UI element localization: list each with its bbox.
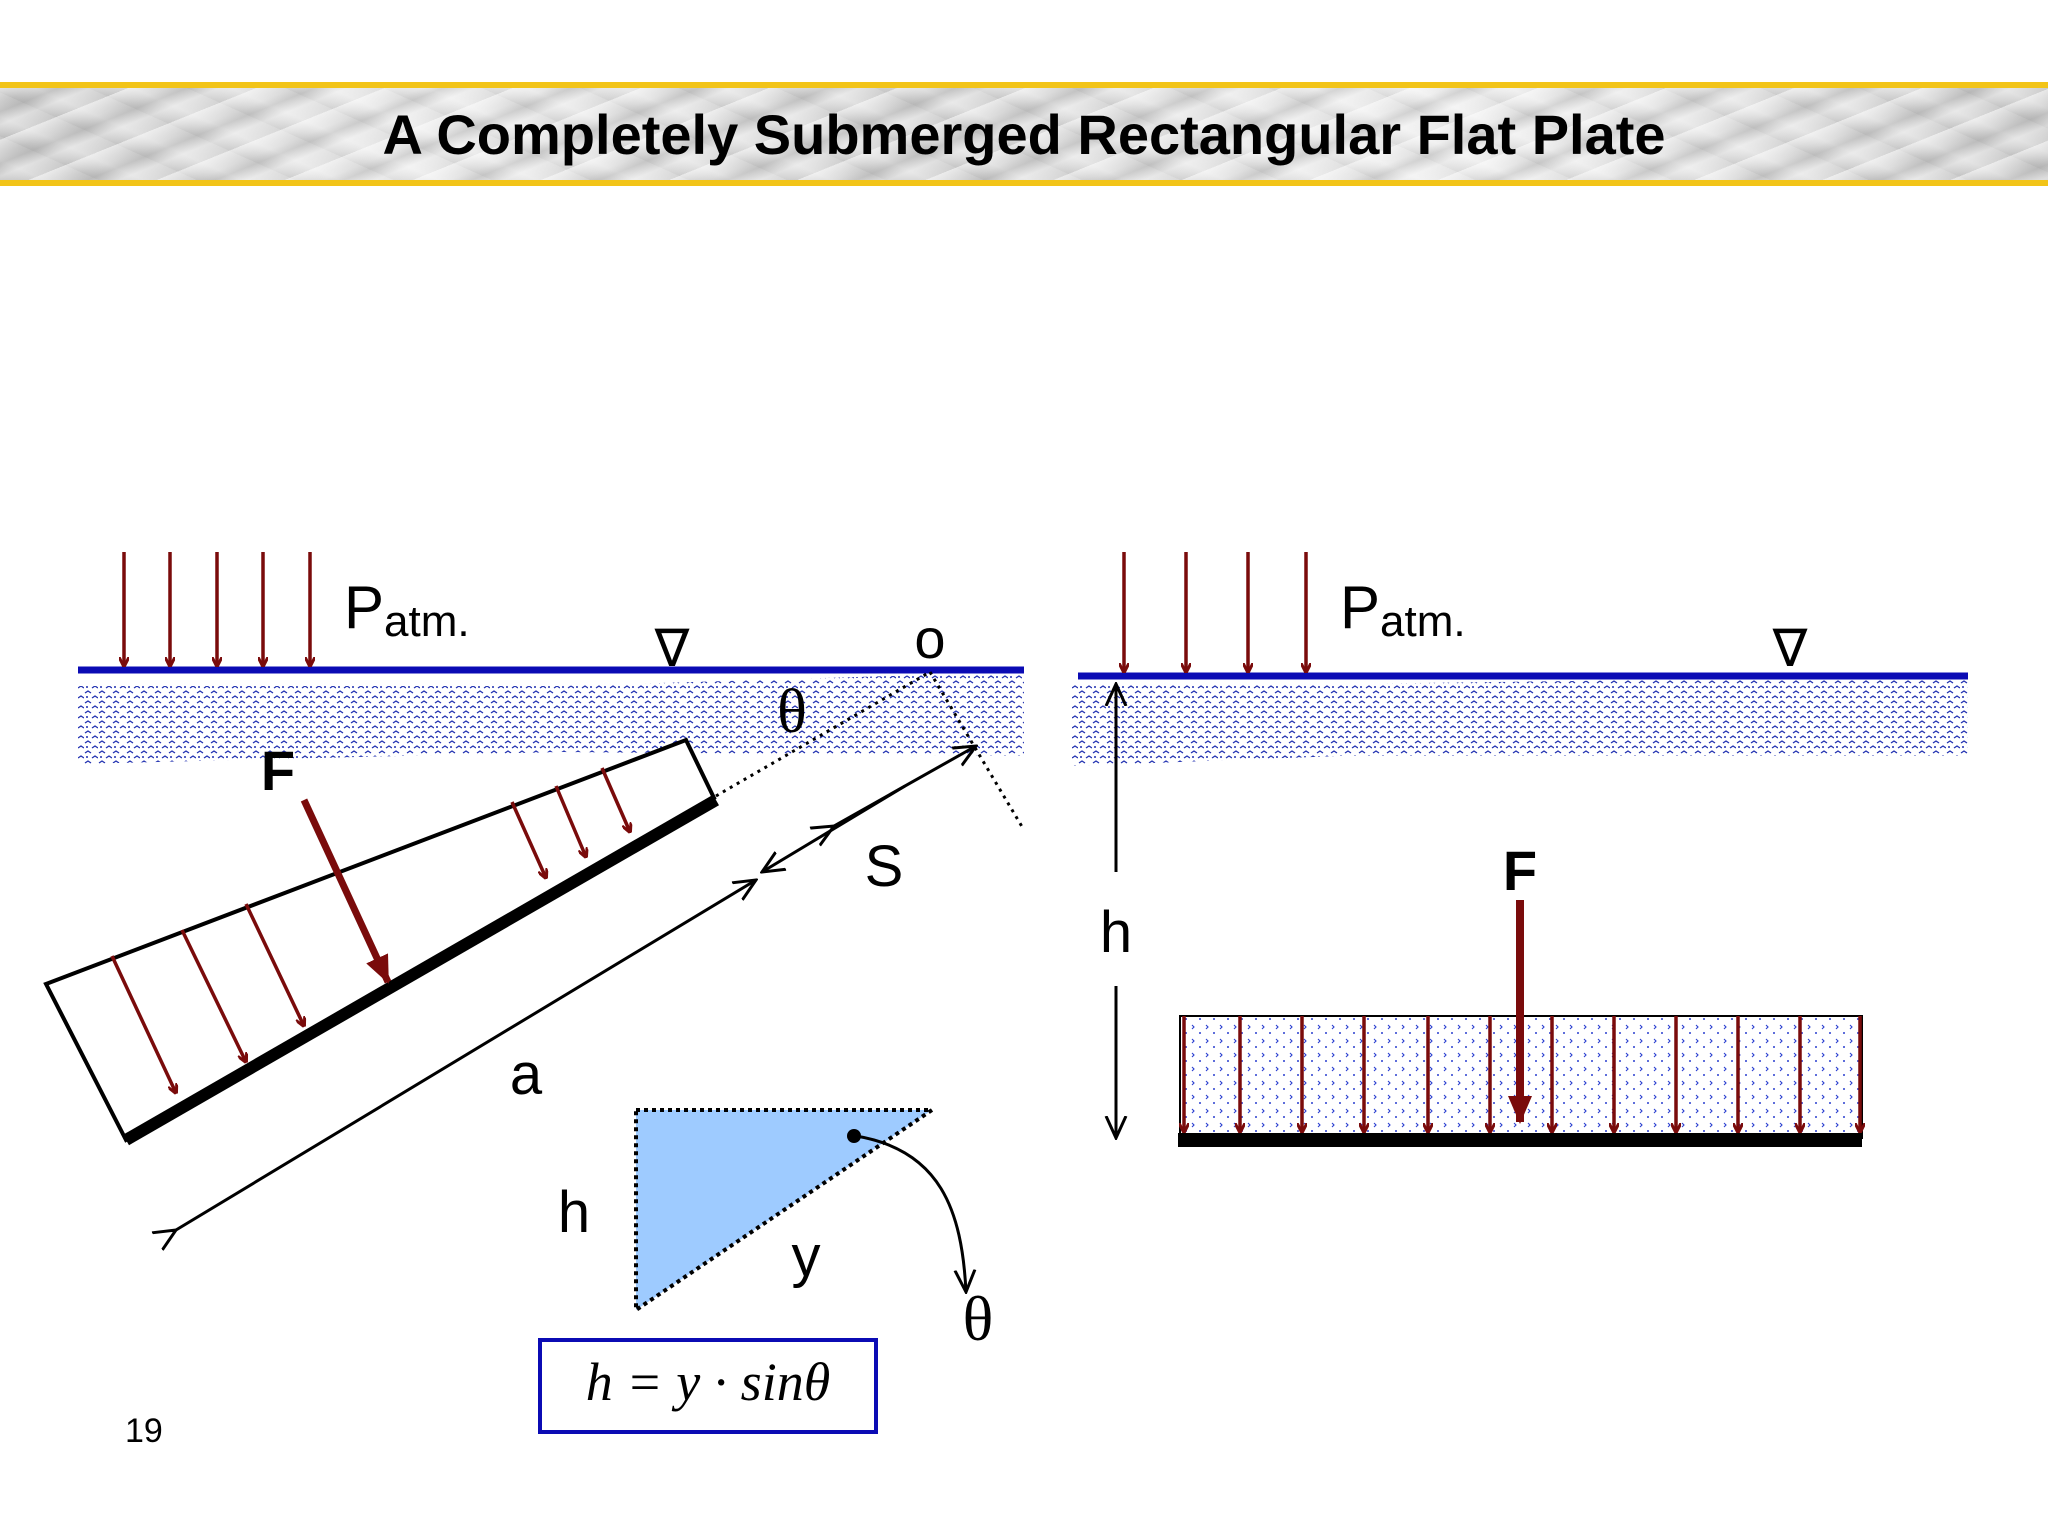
perpendicular-dotted-line (928, 671, 1026, 831)
free-surface-symbol-left: ∇ (654, 620, 690, 678)
atm-pressure-arrows-left (124, 552, 310, 666)
title-band: A Completely Submerged Rectangular Flat … (0, 82, 2048, 186)
triangle-h-label: h (558, 1180, 590, 1245)
angle-label-theta: θ (777, 678, 807, 746)
left-diagram: Patm. ∇ o θ F S a (43, 552, 1026, 1230)
plate-extension-line (715, 670, 931, 798)
slide-title: A Completely Submerged Rectangular Flat … (382, 102, 1666, 166)
force-label-left: F (261, 739, 295, 802)
angle-pointer-arrow (855, 1134, 966, 1292)
water-region-right (1072, 676, 1968, 766)
inclined-pressure-prism (43, 737, 717, 1143)
p-atm-label-right: Patm. (1340, 574, 1466, 646)
h-label-right: h (1100, 900, 1132, 965)
formula-box: h = y · sinθ (538, 1338, 878, 1434)
s-label: S (865, 834, 904, 899)
formula-text: h = y · sinθ (586, 1352, 830, 1412)
triangle-angle-label: θ (963, 1283, 994, 1354)
triangle-y-label: y (792, 1224, 821, 1289)
a-dimension-arrow (176, 880, 756, 1230)
s-dimension-arrow-start (762, 784, 906, 872)
angle-triangle (634, 1108, 939, 1314)
formula-border (538, 1338, 878, 1434)
inset-triangle: h y θ (558, 1108, 994, 1354)
free-surface-symbol-right: ∇ (1772, 620, 1808, 678)
atm-pressure-arrows-right (1124, 552, 1306, 672)
right-diagram: Patm. ∇ h F (1072, 552, 1968, 1147)
angle-marker-dot (847, 1129, 861, 1143)
slide-number: 19 (125, 1412, 163, 1450)
plate-pressure-arrows-right (1184, 1016, 1860, 1132)
a-label: a (510, 1042, 543, 1107)
p-atm-label-left: Patm. (344, 574, 470, 646)
water-region-left (78, 672, 1024, 764)
force-label-right: F (1503, 839, 1537, 902)
origin-label: o (914, 607, 945, 670)
